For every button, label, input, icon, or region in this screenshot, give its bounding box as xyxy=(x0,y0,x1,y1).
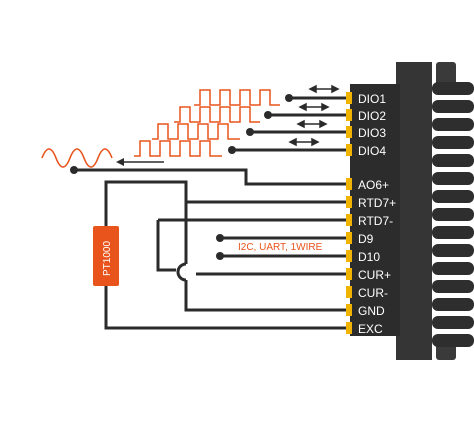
square-wave-icon xyxy=(134,89,280,157)
pin-label-dio4: DIO4 xyxy=(358,144,386,158)
pin-label-dio2: DIO2 xyxy=(358,109,386,123)
top-screw-icon xyxy=(436,62,456,86)
sensor-label: PT1000 xyxy=(102,241,113,276)
dio-wire-endpoints xyxy=(228,94,293,154)
pin-label-d9: D9 xyxy=(358,232,374,246)
pin-label-exc: EXC xyxy=(358,322,383,336)
analog-output-wire xyxy=(70,166,346,186)
dio-wires xyxy=(232,96,346,152)
pin-label-dio1: DIO1 xyxy=(358,92,386,106)
pin-labels: DIO1 DIO2 DIO3 DIO4 AO6+ RTD7+ RTD7- D9 … xyxy=(358,92,396,336)
pin-label-rtd7-minus: RTD7- xyxy=(358,214,393,228)
sine-wave-icon xyxy=(41,148,113,168)
pt1000-resistor: PT1000 xyxy=(93,226,119,286)
rtd-wires xyxy=(104,180,346,330)
bidirectional-arrow-icon xyxy=(288,84,340,147)
pin-label-cur-plus: CUR+ xyxy=(358,268,391,282)
pin-contacts xyxy=(346,92,352,334)
pin-label-gnd: GND xyxy=(358,304,385,318)
bus-label: I2C, UART, 1WIRE xyxy=(238,242,323,253)
pin-label-ao6-plus: AO6+ xyxy=(358,178,389,192)
pin-label-rtd7-plus: RTD7+ xyxy=(358,196,396,210)
pin-label-d10: D10 xyxy=(358,250,380,264)
bus-wires xyxy=(216,234,346,260)
cable-bundle xyxy=(432,82,474,347)
pin-label-dio3: DIO3 xyxy=(358,126,386,140)
pin-label-cur-minus: CUR- xyxy=(358,286,388,300)
connector-body xyxy=(350,62,474,360)
output-arrow-icon xyxy=(116,158,164,166)
